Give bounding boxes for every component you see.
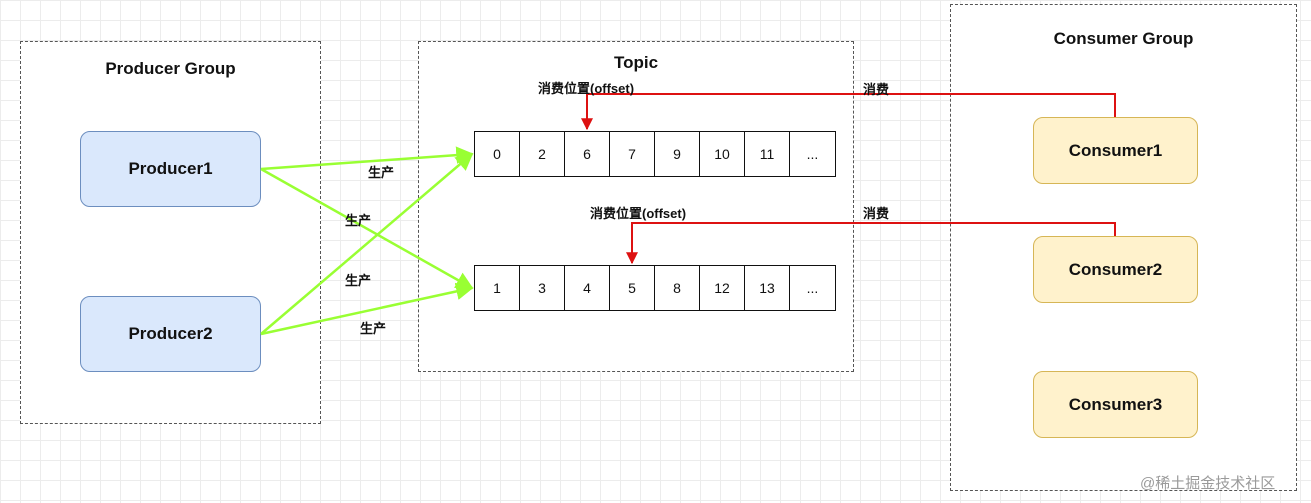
queue2-cell: 4: [565, 266, 610, 310]
queue1-cell: 2: [520, 132, 565, 176]
queue-1: 0 2 6 7 9 10 11 ...: [474, 131, 836, 177]
offset-label-queue1: 消费位置(offset): [538, 81, 635, 96]
producer1-node[interactable]: Producer1: [80, 131, 261, 207]
queue1-cell: 11: [745, 132, 790, 176]
consume-label: 消费: [863, 206, 890, 221]
produce-label: 生产: [360, 321, 387, 336]
queue1-cell: 7: [610, 132, 655, 176]
produce-label: 生产: [345, 213, 372, 228]
queue2-cell: 8: [655, 266, 700, 310]
consumer3-node[interactable]: Consumer3: [1033, 371, 1198, 438]
queue2-cell: 12: [700, 266, 745, 310]
consume-label: 消费: [863, 82, 890, 97]
queue2-cell: 1: [475, 266, 520, 310]
queue1-cell: 6: [565, 132, 610, 176]
queue2-cell: ...: [806, 280, 819, 296]
produce-label: 生产: [368, 165, 395, 180]
producer-group-title: Producer Group: [105, 59, 236, 78]
consumer2-node[interactable]: Consumer2: [1033, 236, 1198, 303]
topic-title: Topic: [613, 53, 659, 72]
consumer1-node[interactable]: Consumer1: [1033, 117, 1198, 184]
offset-label-queue2: 消费位置(offset): [590, 206, 687, 221]
queue1-cell: 10: [700, 132, 745, 176]
queue1-cell: 0: [475, 132, 520, 176]
queue1-cell: 9: [655, 132, 700, 176]
watermark: @稀土掘金技术社区: [1140, 475, 1276, 492]
consumer-group-title: Consumer Group: [1053, 29, 1194, 48]
producer2-node[interactable]: Producer2: [80, 296, 261, 372]
queue2-cell: 3: [520, 266, 565, 310]
queue2-cell: 5: [610, 266, 655, 310]
queue-2: 1 3 4 5 8 12 13 ...: [474, 265, 836, 311]
produce-label: 生产: [345, 273, 372, 288]
queue2-cell: 13: [745, 266, 790, 310]
queue1-cell: ...: [806, 146, 819, 162]
